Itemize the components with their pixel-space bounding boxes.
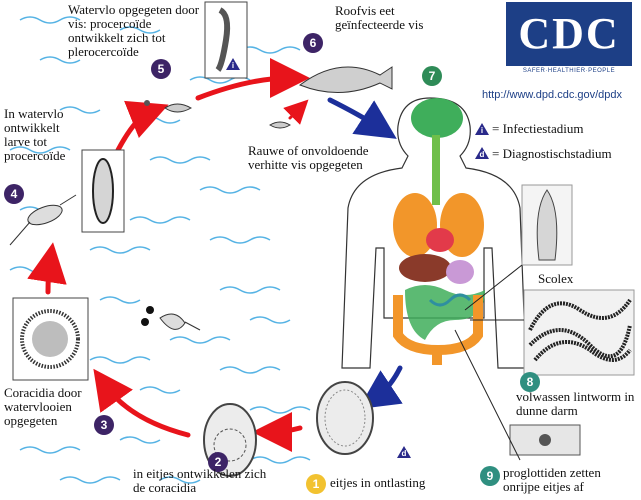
- stage-2-label: in eitjes ontwikkelen zich de coracidia: [133, 466, 267, 495]
- liver: [399, 254, 451, 282]
- human-arrows: [327, 97, 403, 410]
- stomach: [446, 260, 474, 284]
- cycle-arrows: [27, 58, 310, 452]
- procercoid-image: [81, 149, 125, 233]
- scolex-image: [521, 184, 573, 266]
- legend-infective-label: = Infectiestadium: [492, 121, 584, 136]
- source-url[interactable]: http://www.dpd.cdc.gov/dpdx: [482, 89, 623, 101]
- stage-3-number: 3: [94, 415, 114, 435]
- esophagus: [432, 135, 440, 205]
- arrow-3-to-4: [27, 242, 67, 295]
- stage-4-label: In watervlo ontwikkelt larve tot procerc…: [4, 106, 66, 163]
- arrow-5-to-6: [195, 58, 310, 101]
- brain: [411, 98, 463, 138]
- small-fish-image: [144, 100, 291, 129]
- small-intestine: [405, 285, 485, 340]
- diagnostic-letter: d: [479, 150, 485, 159]
- human-figure: [341, 97, 527, 369]
- arrow-fish-to-human: [327, 97, 397, 139]
- egg-diagnostic-icon: [397, 446, 411, 458]
- predator-fish-image: [298, 66, 393, 93]
- stage-1-number: 1: [306, 474, 326, 494]
- stage-9-number: 9: [480, 466, 500, 486]
- arrow-human-to-eggs: [358, 365, 403, 410]
- diagnostic-stage-icon: [475, 147, 489, 159]
- raw-fish-label: Rauwe of onvoldoende verhitte vis opgege…: [248, 143, 369, 172]
- arrow-1-to-2: [252, 411, 303, 452]
- proglottid-image: [509, 424, 581, 456]
- pointer-lines: [454, 264, 524, 461]
- stage-6-number: 6: [303, 33, 323, 53]
- stage-8-label: volwassen lintworm in dunne darm: [516, 389, 635, 418]
- rectum: [432, 345, 442, 365]
- water-waves: [9, 16, 311, 484]
- arrow-6-to-small: [283, 99, 309, 125]
- stage-1-label: eitjes in ontlasting: [330, 475, 426, 490]
- infective-stage-icon: [475, 123, 489, 135]
- heart: [426, 228, 454, 252]
- egg-in-stool-image: [316, 381, 374, 455]
- scolex-label: Scolex: [538, 271, 574, 286]
- coracidium-image: [12, 297, 89, 381]
- cdc-logo-text: CDC: [506, 2, 632, 66]
- cdc-tagline: SAFER·HEALTHIER·PEOPLE: [522, 68, 616, 74]
- tapeworm-in-gut: [428, 293, 472, 307]
- stage-2-number: 2: [208, 452, 228, 472]
- stage-9-label: proglottiden zetten onrijpe eitjes af: [503, 465, 601, 494]
- plerocercoid-infective-letter: i: [231, 61, 235, 70]
- copepod-image: [9, 194, 77, 246]
- arrow-2-to-3: [93, 368, 191, 438]
- stage-5-label: Watervlo opgegeten door vis: procercoïde…: [68, 2, 200, 59]
- stage-8-number: 8: [520, 372, 540, 392]
- stage-7-number: 7: [422, 66, 442, 86]
- lung-left: [393, 193, 437, 257]
- arrow-4-to-5: [115, 100, 169, 153]
- stage-5-number: 5: [151, 59, 171, 79]
- stage-6-label: Roofvis eet geïnfecteerde vis: [335, 3, 424, 32]
- plerocercoid-infective-icon: [226, 58, 240, 70]
- legend-diagnostic-label: = Diagnostischstadium: [492, 146, 612, 161]
- egg-diagnostic-letter: d: [401, 449, 407, 458]
- infective-letter: i: [480, 126, 484, 135]
- cdc-logo: CDC SAFER·HEALTHIER·PEOPLE: [506, 2, 632, 82]
- copepod-swallowing-image: [141, 306, 201, 331]
- stage-4-number: 4: [4, 184, 24, 204]
- adult-tapeworm-image: [523, 289, 635, 376]
- stage-3-label: Coracidia door watervlooien opgegeten: [4, 385, 82, 428]
